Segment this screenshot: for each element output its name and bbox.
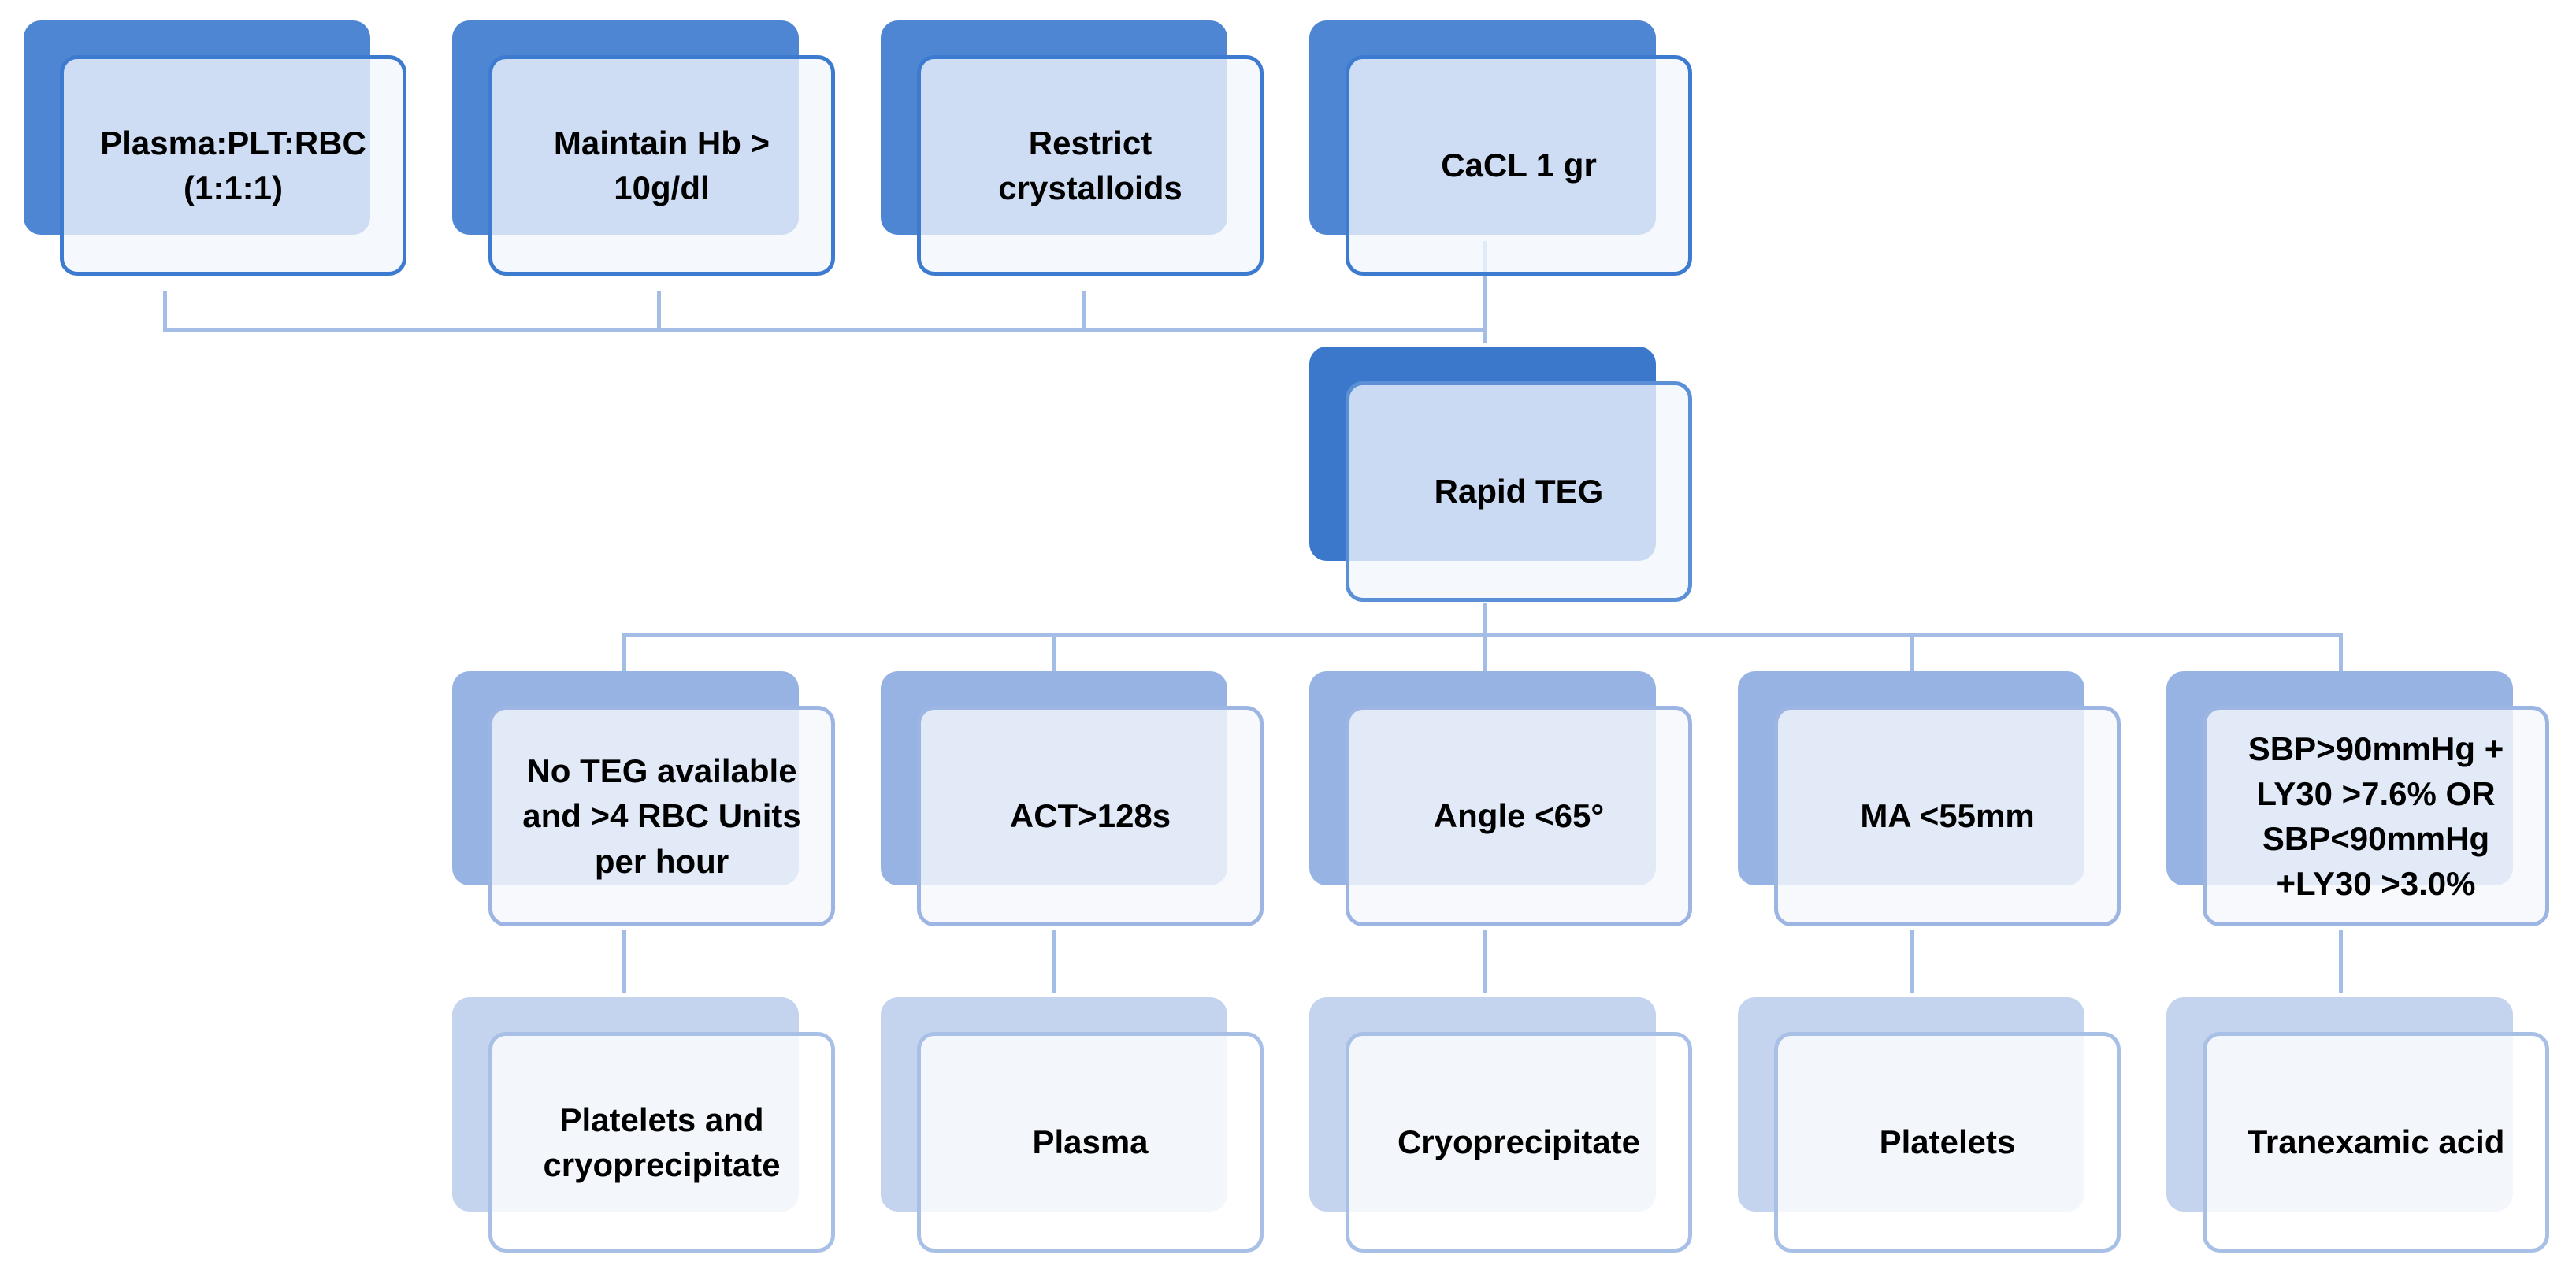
node-box: CaCL 1 gr [1346, 55, 1692, 276]
node-label: Plasma [1032, 1123, 1149, 1161]
node-label: Tranexamic acid [2247, 1123, 2505, 1161]
connector-c2-drop [1052, 633, 1056, 680]
node-label: SBP>90mmHg + LY30 >7.6% OR SBP<90mmHg +L… [2248, 729, 2504, 903]
node-label: MA <55mm [1860, 797, 2035, 835]
node-box: MA <55mm [1774, 706, 2121, 926]
node-label: Maintain Hb > 10g/dl [553, 124, 770, 206]
node-angle: Angle <65° [1309, 671, 1692, 926]
node-box: ACT>128s [917, 706, 1264, 926]
connector-n4-down [1483, 241, 1487, 343]
node-box: Plasma:PLT:RBC (1:1:1) [60, 55, 406, 276]
connector-c1-t1 [622, 930, 626, 993]
node-label: No TEG available and >4 RBC Units per ho… [522, 752, 801, 880]
node-ma: MA <55mm [1738, 671, 2121, 926]
node-box: Angle <65° [1346, 706, 1692, 926]
connector-c5-t5 [2339, 930, 2343, 993]
node-label: Plasma:PLT:RBC (1:1:1) [100, 124, 366, 206]
node-label: Restrict crystalloids [998, 124, 1182, 206]
node-plasma-ratio: Plasma:PLT:RBC (1:1:1) [24, 20, 406, 276]
node-box: Cryoprecipitate [1346, 1032, 1692, 1253]
node-label: Angle <65° [1433, 797, 1605, 835]
node-box: Platelets and cryoprecipitate [488, 1032, 835, 1253]
connector-c5-drop [2339, 633, 2343, 680]
node-box: Plasma [917, 1032, 1264, 1253]
connector-top-bus [163, 328, 1487, 332]
connector-center-down [1483, 603, 1487, 635]
node-tranexamic-acid: Tranexamic acid [2166, 997, 2549, 1253]
node-box: SBP>90mmHg + LY30 >7.6% OR SBP<90mmHg +L… [2203, 706, 2549, 926]
connector-c4-drop [1910, 633, 1914, 680]
node-restrict-crystalloids: Restrict crystalloids [881, 20, 1264, 276]
node-label: Rapid TEG [1434, 473, 1604, 510]
node-label: Cryoprecipitate [1397, 1123, 1641, 1161]
node-cacl: CaCL 1 gr [1309, 20, 1692, 276]
node-no-teg: No TEG available and >4 RBC Units per ho… [452, 671, 835, 926]
node-platelets: Platelets [1738, 997, 2121, 1253]
node-label: Platelets [1879, 1123, 2016, 1161]
node-box: No TEG available and >4 RBC Units per ho… [488, 706, 835, 926]
connector-c2-t2 [1052, 930, 1056, 993]
connector-c1-drop [622, 633, 626, 680]
node-sbp-ly30: SBP>90mmHg + LY30 >7.6% OR SBP<90mmHg +L… [2166, 671, 2549, 926]
node-cryoprecipitate: Cryoprecipitate [1309, 997, 1692, 1253]
node-label: CaCL 1 gr [1441, 147, 1597, 184]
node-maintain-hb: Maintain Hb > 10g/dl [452, 20, 835, 276]
connector-c3-t3 [1483, 930, 1487, 993]
node-platelets-cryo: Platelets and cryoprecipitate [452, 997, 835, 1253]
node-rapid-teg: Rapid TEG [1309, 347, 1692, 602]
connector-n2-down [657, 291, 661, 331]
node-label: Platelets and cryoprecipitate [543, 1100, 781, 1183]
connector-n3-down [1082, 291, 1086, 331]
node-label: ACT>128s [1009, 797, 1171, 835]
node-box: Rapid TEG [1346, 381, 1692, 602]
node-box: Platelets [1774, 1032, 2121, 1253]
connector-c4-t4 [1910, 930, 1914, 993]
node-box: Tranexamic acid [2203, 1032, 2549, 1253]
node-act: ACT>128s [881, 671, 1264, 926]
connector-c3-drop [1483, 633, 1487, 680]
node-plasma: Plasma [881, 997, 1264, 1253]
node-box: Restrict crystalloids [917, 55, 1264, 276]
node-box: Maintain Hb > 10g/dl [488, 55, 835, 276]
connector-n1-down [163, 291, 167, 331]
